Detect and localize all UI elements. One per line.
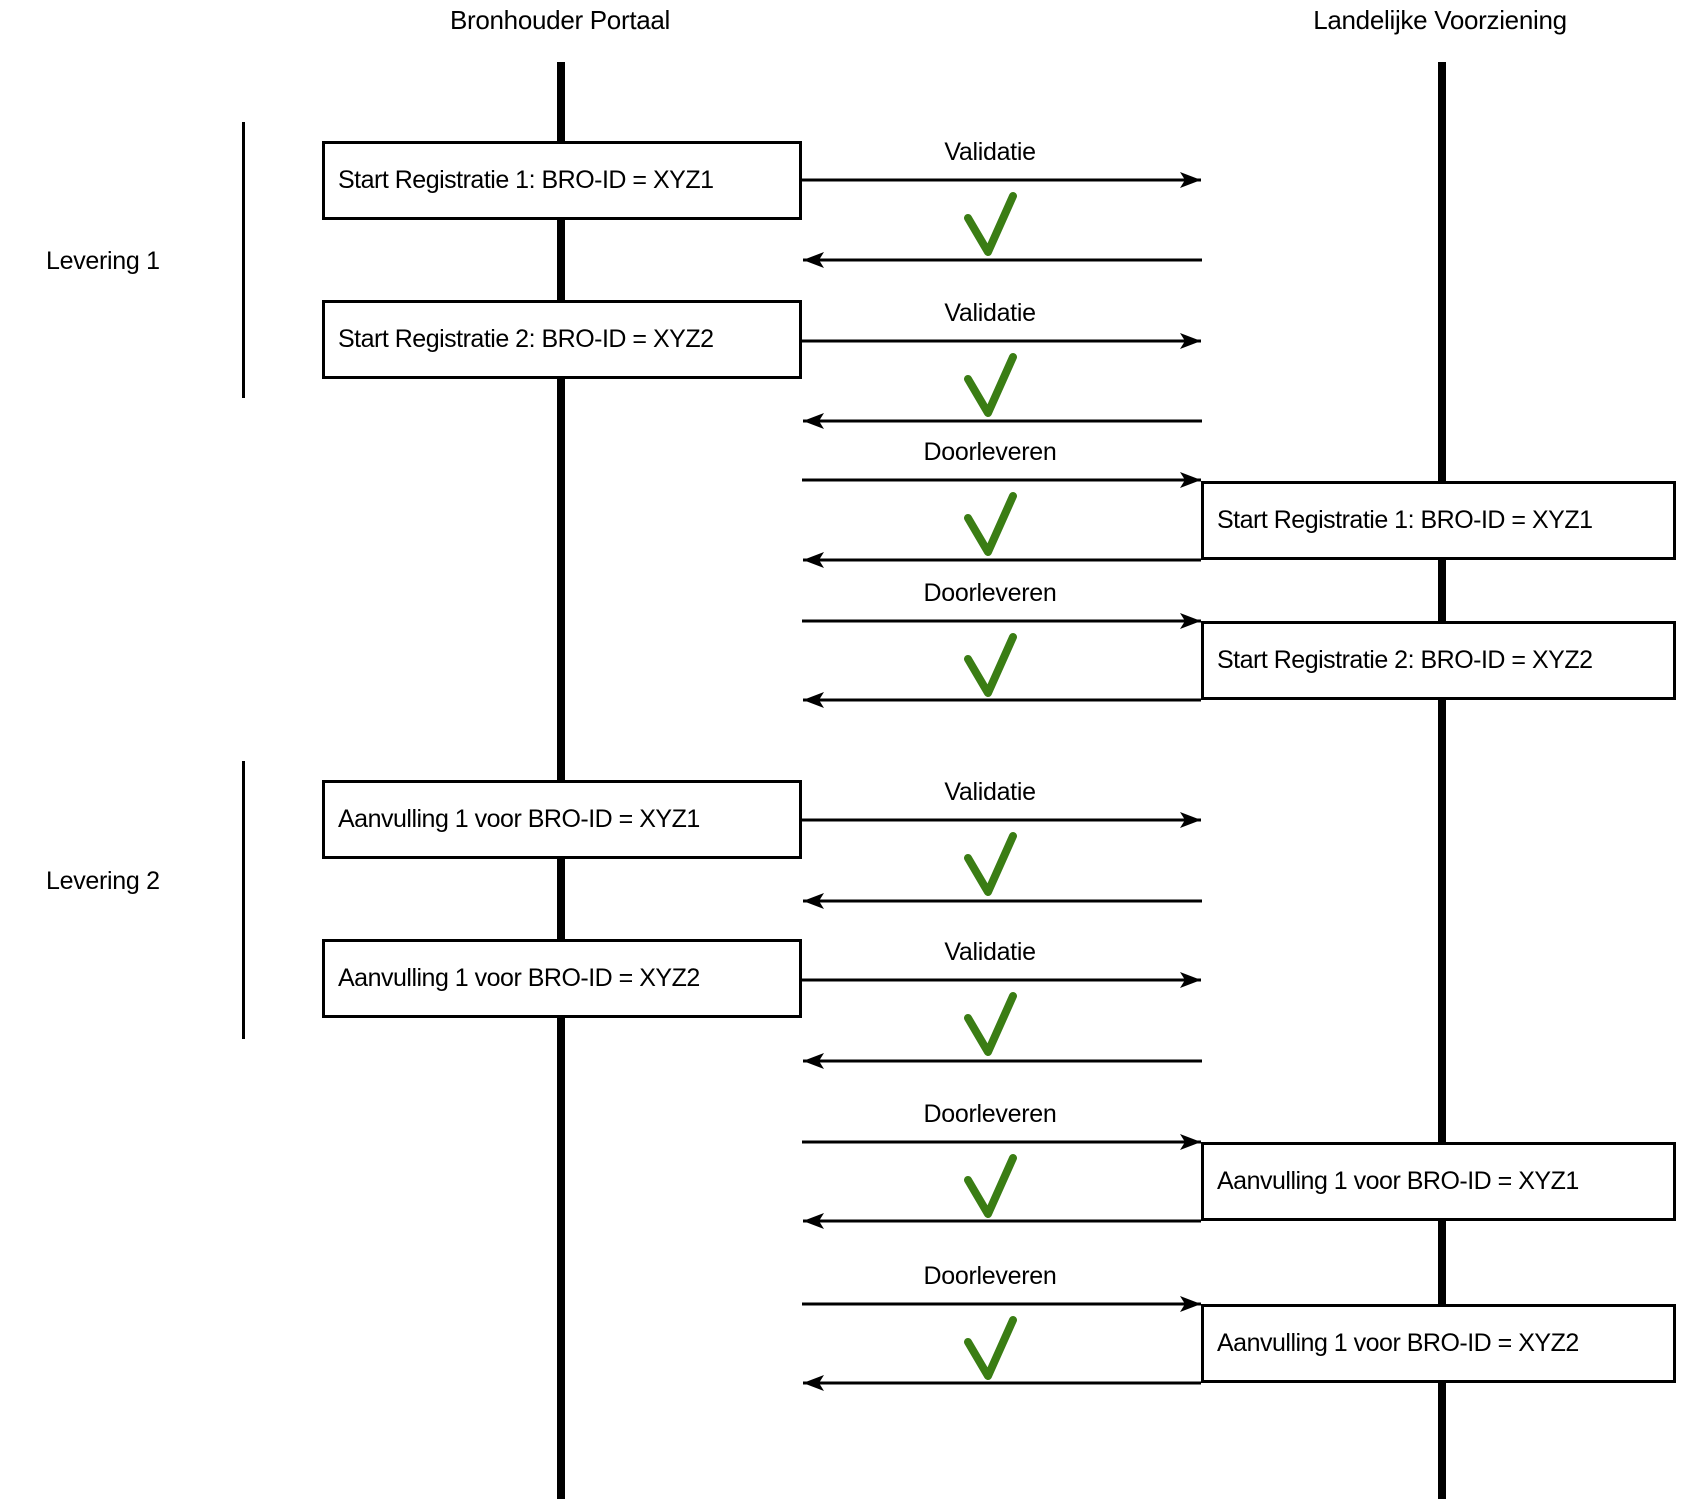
message-label-validatie-4: Validatie [944, 938, 1036, 966]
actor-title-landelijke-voorziening: Landelijke Voorziening [1313, 5, 1567, 35]
message-label-validatie-3: Validatie [944, 778, 1036, 806]
checkmark-icon [964, 492, 1017, 556]
checkmark-icon [964, 1154, 1017, 1218]
lv-box-aanvulling-1-xyz1: Aanvulling 1 voor BRO-ID = XYZ1 [1201, 1142, 1676, 1221]
checkmark-icon [964, 1316, 1017, 1380]
lifeline-landelijke-voorziening [1438, 62, 1446, 1499]
levering-2-bracket [242, 761, 245, 1039]
checkmark-icon [964, 353, 1017, 417]
levering-1-label: Levering 1 [46, 247, 160, 275]
checkmark-icon [964, 192, 1017, 256]
message-label-doorleveren-2: Doorleveren [923, 579, 1057, 607]
bp-box-aanvulling-1-xyz2: Aanvulling 1 voor BRO-ID = XYZ2 [322, 939, 802, 1018]
levering-1-bracket [242, 122, 245, 398]
actor-title-bronhouder-portaal: Bronhouder Portaal [449, 5, 671, 35]
lv-box-start-registratie-2: Start Registratie 2: BRO-ID = XYZ2 [1201, 621, 1676, 700]
bp-box-start-registratie-2: Start Registratie 2: BRO-ID = XYZ2 [322, 300, 802, 379]
message-label-validatie-1: Validatie [944, 138, 1036, 166]
lv-box-aanvulling-1-xyz2: Aanvulling 1 voor BRO-ID = XYZ2 [1201, 1304, 1676, 1383]
bp-box-aanvulling-1-xyz1: Aanvulling 1 voor BRO-ID = XYZ1 [322, 780, 802, 859]
levering-2-label: Levering 2 [46, 867, 160, 895]
message-label-doorleveren-4: Doorleveren [923, 1262, 1057, 1290]
message-label-validatie-2: Validatie [944, 299, 1036, 327]
bp-box-start-registratie-1: Start Registratie 1: BRO-ID = XYZ1 [322, 141, 802, 220]
checkmark-icon [964, 992, 1017, 1056]
checkmark-icon [964, 832, 1017, 896]
lv-box-start-registratie-1: Start Registratie 1: BRO-ID = XYZ1 [1201, 481, 1676, 560]
message-label-doorleveren-3: Doorleveren [923, 1100, 1057, 1128]
checkmark-icon [964, 633, 1017, 697]
message-label-doorleveren-1: Doorleveren [923, 438, 1057, 466]
